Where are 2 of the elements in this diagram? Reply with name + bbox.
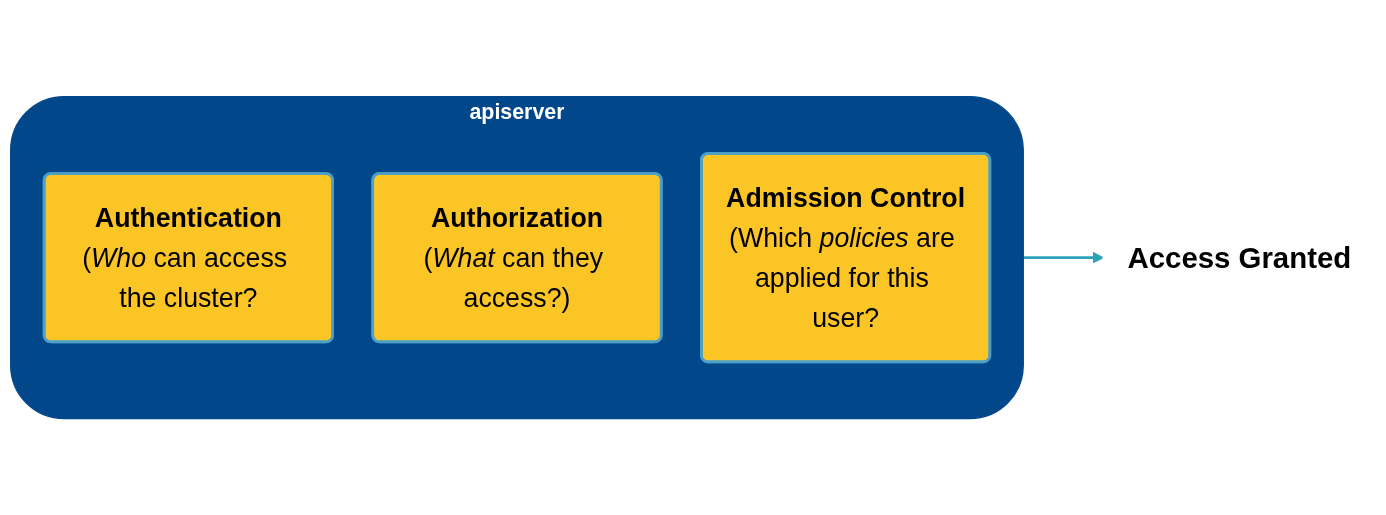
arrow <box>1023 251 1104 264</box>
node-text: Access Granted <box>1127 240 1352 275</box>
